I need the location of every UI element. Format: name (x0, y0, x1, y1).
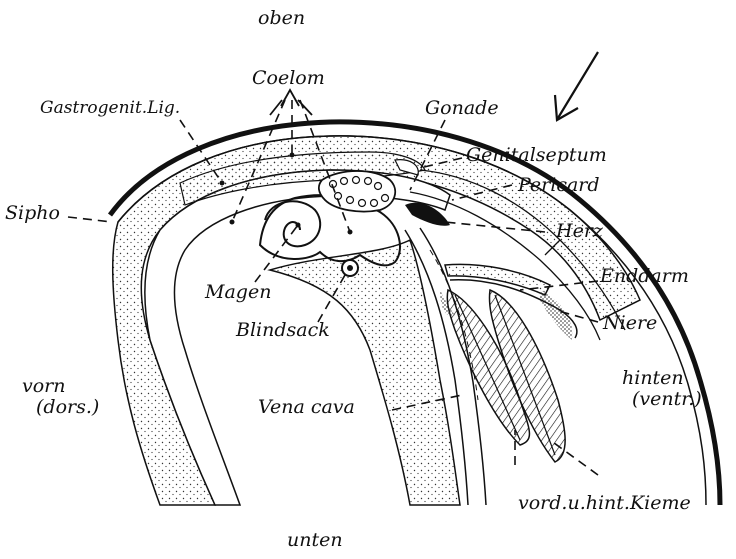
direction-arrow (555, 52, 598, 120)
label-enddarm: Enddarm (600, 266, 689, 286)
label-gonade: Gonade (425, 98, 499, 118)
label-blindsack: Blindsack (236, 320, 330, 340)
label-genitalseptum: Genitalseptum (466, 145, 607, 165)
label-unten: unten (287, 530, 343, 550)
label-sipho: Sipho (5, 203, 60, 223)
label-oben: oben (258, 8, 305, 28)
label-hinten: hinten (622, 368, 684, 388)
label-vorn: vorn (22, 376, 66, 396)
label-niere: Niere (603, 313, 657, 333)
label-coelom: Coelom (252, 68, 325, 88)
label-ventr: (ventr.) (632, 389, 702, 409)
label-herz: Herz (556, 221, 603, 241)
label-kieme: vord.u.hint.Kieme (518, 493, 691, 513)
label-vena-cava: Vena cava (258, 397, 355, 417)
kieme-organ (440, 290, 565, 462)
coelom-arrows (270, 90, 312, 115)
label-magen: Magen (205, 282, 271, 302)
label-dors: (dors.) (36, 397, 99, 417)
label-pericard: Pericard (518, 175, 600, 195)
label-gastrogenit: Gastrogenit.Lig. (40, 98, 180, 118)
